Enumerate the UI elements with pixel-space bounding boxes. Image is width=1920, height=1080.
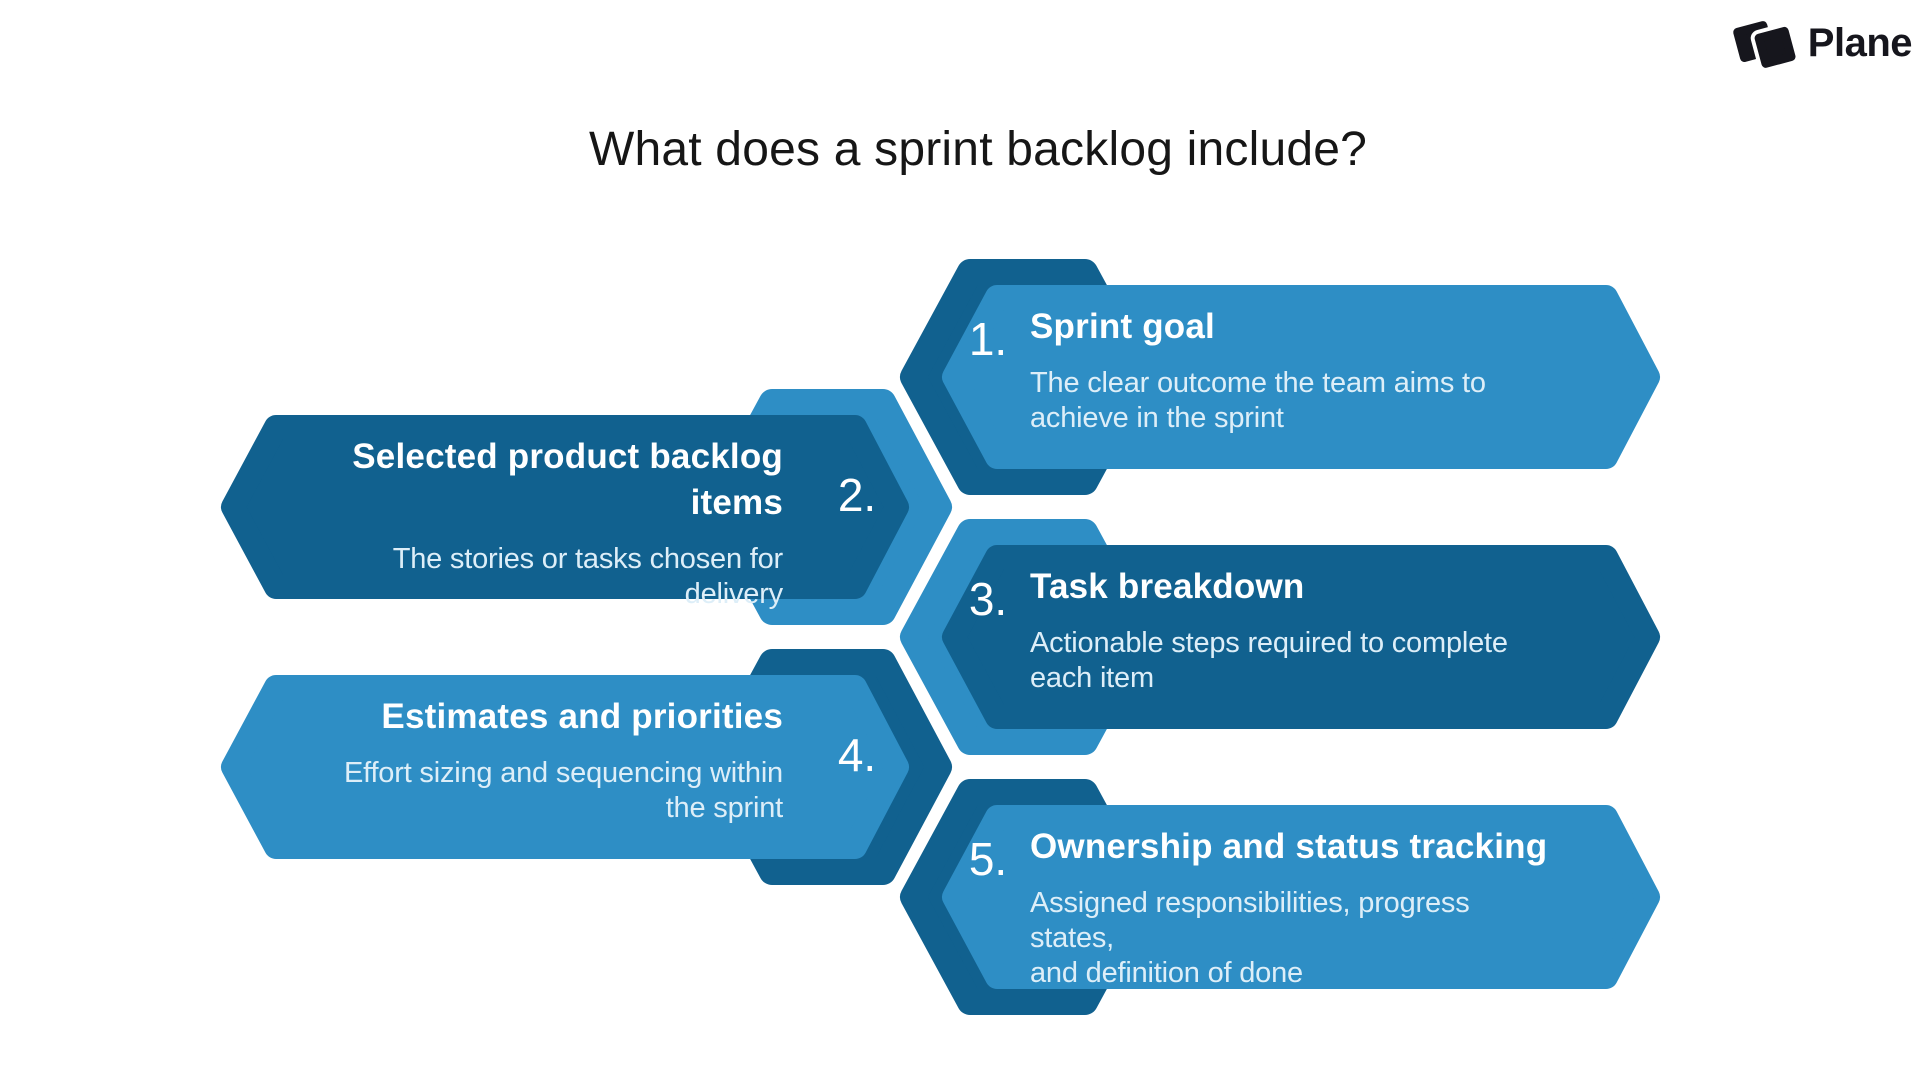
ribbon-banner bbox=[942, 805, 1660, 989]
step-item-estimates-priorities: 4. Estimates and priorities Effort sizin… bbox=[207, 637, 987, 897]
step-item-ownership-status: 5. Ownership and status tracking Assigne… bbox=[890, 767, 1670, 1027]
step-title: Sprint goal bbox=[1030, 307, 1215, 346]
step-description: The stories or tasks chosen for delivery bbox=[392, 543, 784, 610]
step-title: Estimates and priorities bbox=[381, 697, 783, 736]
step-content: Estimates and priorities Effort sizing a… bbox=[263, 694, 783, 826]
step-item-task-breakdown: 3. Task breakdown Actionable steps requi… bbox=[890, 507, 1670, 767]
ribbon-shape bbox=[900, 259, 1660, 495]
step-number: 2. bbox=[837, 469, 877, 521]
step-description: Assigned responsibilities, progress stat… bbox=[1030, 887, 1470, 989]
ribbon-banner bbox=[221, 675, 909, 859]
plane-logo: Plane bbox=[1722, 16, 1913, 70]
ribbon-shape bbox=[900, 779, 1660, 1015]
ribbon-shape bbox=[900, 519, 1660, 755]
step-description: The clear outcome the team aims to achie… bbox=[1030, 367, 1486, 434]
step-content: Ownership and status tracking Assigned r… bbox=[1030, 824, 1550, 991]
step-description: Actionable steps required to complete ea… bbox=[1030, 627, 1508, 694]
step-number: 4. bbox=[837, 729, 877, 781]
step-item-selected-backlog-items: 2. Selected product backlog items The st… bbox=[207, 377, 987, 637]
ribbon-banner bbox=[942, 285, 1660, 469]
step-item-sprint-goal: 1. Sprint goal The clear outcome the tea… bbox=[890, 247, 1670, 507]
step-number: 5. bbox=[968, 833, 1008, 885]
plane-logo-icon bbox=[1732, 21, 1796, 70]
step-number: 3. bbox=[968, 573, 1008, 625]
ribbon-shape bbox=[221, 649, 952, 885]
step-content: Sprint goal The clear outcome the team a… bbox=[1030, 304, 1550, 436]
step-content: Task breakdown Actionable steps required… bbox=[1030, 564, 1550, 696]
ribbon-banner bbox=[942, 545, 1660, 729]
step-number: 1. bbox=[968, 313, 1008, 365]
step-content: Selected product backlog items The stori… bbox=[263, 434, 783, 612]
step-description: Effort sizing and sequencing within the … bbox=[343, 757, 783, 824]
page-title: What does a sprint backlog include? bbox=[588, 123, 1368, 176]
step-title: Selected product backlog items bbox=[352, 437, 783, 522]
ribbon-banner bbox=[221, 415, 909, 599]
ribbon-shape bbox=[221, 389, 952, 625]
step-title: Task breakdown bbox=[1030, 567, 1305, 606]
step-title: Ownership and status tracking bbox=[1030, 827, 1548, 866]
plane-logo-wordmark: Plane bbox=[1807, 20, 1913, 65]
